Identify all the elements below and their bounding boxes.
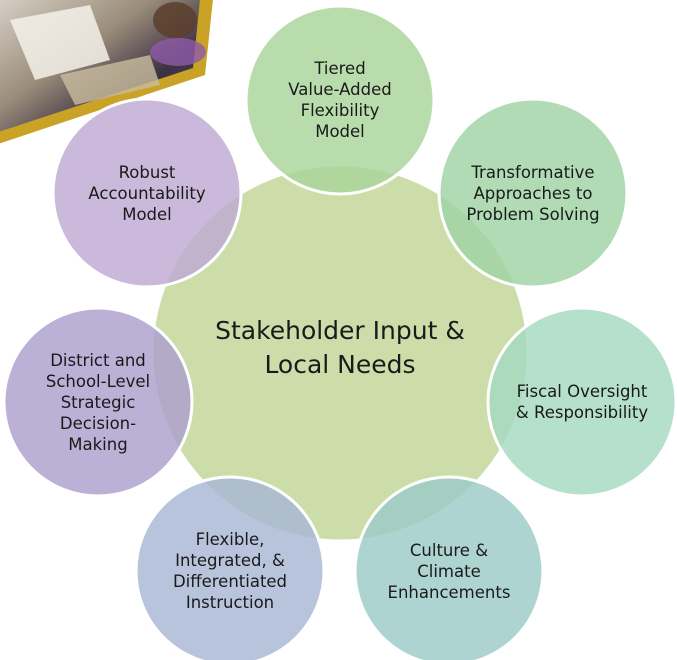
center-label: Stakeholder Input & Local Needs	[215, 316, 465, 379]
node-label-transformative: Transformative Approaches to Problem Sol…	[466, 162, 600, 224]
node-label-robust: Robust Accountability Model	[88, 162, 206, 224]
node-circle-robust	[51, 97, 243, 289]
classroom-photo	[0, 0, 213, 144]
node-label-district: District and School-Level Strategic Deci…	[45, 350, 151, 454]
node-circle-flexible	[134, 475, 326, 660]
node-label-culture: Culture & Climate Enhancements	[387, 540, 511, 602]
node-circle-culture	[353, 475, 545, 660]
node-circle-fiscal	[486, 306, 677, 498]
node-label-fiscal: Fiscal Oversight & Responsibility	[515, 382, 649, 422]
node-label-tiered: Tiered Value-Added Flexibility Model	[288, 59, 392, 141]
node-circle-tiered	[244, 4, 436, 196]
node-circle-district	[2, 306, 194, 498]
node-label-flexible: Flexible, Integrated, & Differentiated I…	[172, 530, 288, 612]
node-circle-transformative	[437, 97, 629, 289]
